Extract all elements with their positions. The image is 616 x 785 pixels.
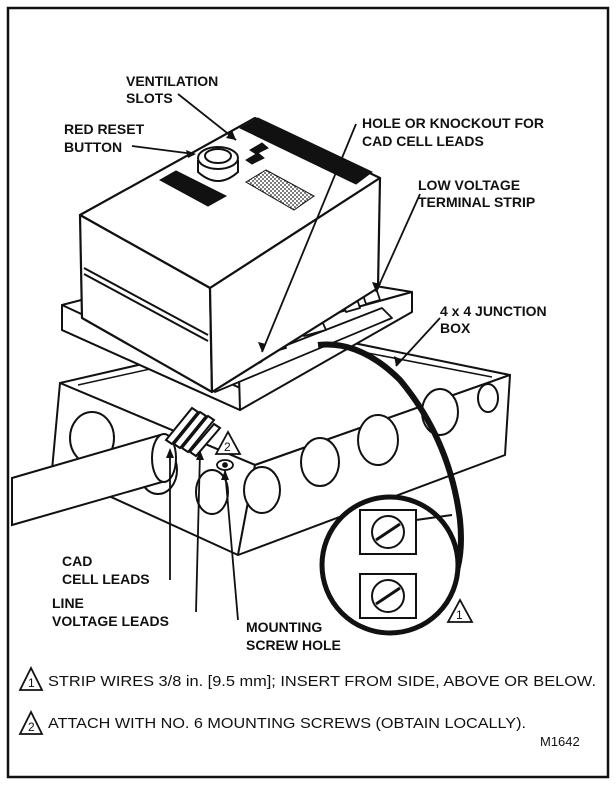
outer-border — [6, 6, 610, 779]
note-2-number: 2 — [28, 720, 35, 734]
lead-wires — [164, 406, 222, 458]
label-line-voltage-2: VOLTAGE LEADS — [52, 613, 169, 629]
label-junction-box-2: BOX — [440, 320, 471, 336]
callout-2-number: 2 — [224, 440, 231, 454]
label-red-reset-2: BUTTON — [64, 139, 122, 155]
note-1: 1 STRIP WIRES 3/8 in. [9.5 mm]; INSERT F… — [18, 665, 596, 691]
figure-code: M1642 — [540, 734, 580, 749]
note-1-text: STRIP WIRES 3/8 in. [9.5 mm]; INSERT FRO… — [48, 673, 596, 690]
note-2-text: ATTACH WITH NO. 6 MOUNTING SCREWS (OBTAI… — [48, 715, 526, 732]
mounting-screw-hole — [216, 459, 234, 471]
label-mounting-screw-1: MOUNTING — [246, 619, 322, 635]
label-red-reset-1: RED RESET — [64, 121, 145, 137]
label-ventilation-slots-1: VENTILATION — [126, 73, 218, 89]
note-2-triangle — [18, 709, 44, 735]
label-cad-cell-1: CAD — [62, 553, 92, 569]
note-2: 2 ATTACH WITH NO. 6 MOUNTING SCREWS (OBT… — [18, 709, 526, 735]
label-cad-cell-2: CELL LEADS — [62, 571, 150, 587]
label-hole-knockout-2: CAD CELL LEADS — [362, 133, 484, 149]
callout-2-marker: 2 — [214, 430, 242, 455]
label-hole-knockout-1: HOLE OR KNOCKOUT FOR — [362, 115, 544, 131]
arrowheads — [166, 130, 402, 480]
control-box — [78, 116, 382, 394]
terminal-detail — [319, 494, 461, 636]
callout-1-marker: 1 — [446, 598, 474, 623]
label-low-voltage-2: TERMINAL STRIP — [418, 194, 535, 210]
label-junction-box-1: 4 x 4 JUNCTION — [440, 303, 547, 319]
reset-button — [197, 146, 239, 182]
callout-1-number: 1 — [456, 608, 463, 622]
label-line-voltage-1: LINE — [52, 595, 84, 611]
label-low-voltage-1: LOW VOLTAGE — [418, 177, 520, 193]
note-1-triangle — [18, 665, 44, 691]
label-ventilation-slots-2: SLOTS — [126, 90, 173, 106]
note-1-number: 1 — [28, 676, 35, 690]
leader-lines — [131, 93, 441, 621]
label-mounting-screw-2: SCREW HOLE — [246, 637, 341, 653]
